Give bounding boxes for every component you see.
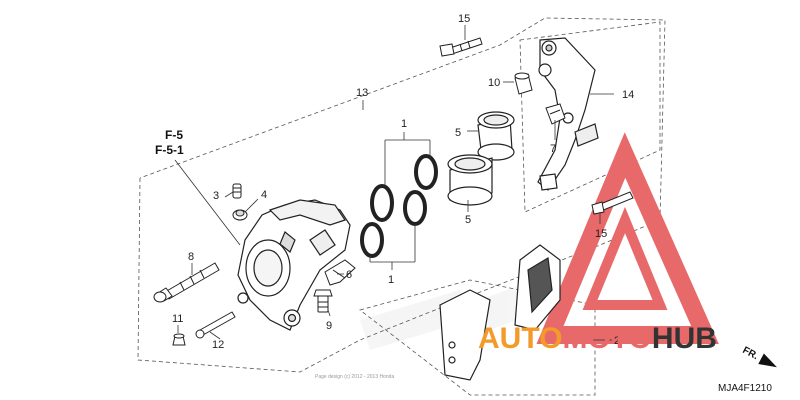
callout-14: 14	[622, 89, 634, 101]
callout-2: 2	[614, 335, 620, 347]
pistons	[447, 111, 515, 206]
pad-set-outline	[359, 279, 596, 396]
callout-13: 13	[356, 87, 368, 99]
watermark-text: AUTOMOTOHUB	[478, 322, 717, 355]
bleeder-valve	[232, 183, 248, 221]
brake-pads	[439, 244, 561, 381]
reference-f51: F-5-1	[155, 143, 184, 157]
callout-labels: 1 1 2 3 4 5 5 6 7 8 9 10 11 12 13 14 15 …	[172, 13, 634, 351]
watermark-moto: MOTO	[562, 322, 651, 355]
piston-seals	[360, 154, 438, 258]
callout-15-top: 15	[458, 13, 470, 25]
caliper-bolt	[313, 289, 333, 313]
callout-9: 9	[326, 320, 332, 332]
callout-3: 3	[213, 190, 219, 202]
svg-text:AUTOMOTOHUB: AUTOMOTOHUB	[478, 322, 717, 355]
boot	[514, 72, 533, 95]
bracket-bolt-bottom	[591, 191, 634, 215]
assembly-13-outline	[137, 17, 666, 373]
pin-bolt	[153, 262, 220, 303]
callout-5-bottom: 5	[465, 214, 471, 226]
callout-8: 8	[188, 251, 194, 263]
front-direction-arrow: FR.	[741, 345, 777, 368]
diagram-code: MJA4F1210	[718, 383, 772, 394]
bracket-bolt-top	[439, 37, 483, 57]
leader-lines	[174, 25, 614, 341]
callout-1-bottom: 1	[388, 274, 394, 286]
pad-retainer	[545, 103, 566, 125]
watermark-triangle	[536, 132, 719, 344]
watermark-hub: HUB	[652, 322, 717, 355]
reference-f5: F-5	[165, 128, 183, 142]
direction-label: FR.	[741, 345, 761, 362]
copyright-note: Page design (c) 2012 - 2013 Honda	[315, 374, 394, 380]
callout-12: 12	[212, 339, 224, 351]
caliper-body	[237, 199, 351, 331]
callout-11: 11	[172, 313, 183, 325]
callout-15-bottom: 15	[595, 228, 607, 240]
callout-7: 7	[550, 143, 556, 155]
callout-6: 6	[346, 269, 352, 281]
assembly-14-outline	[519, 21, 661, 213]
caliper-bracket	[537, 37, 599, 191]
callout-1-top: 1	[401, 118, 407, 130]
watermark-auto: AUTO	[478, 322, 562, 355]
callout-10: 10	[488, 77, 500, 89]
pad-pin	[172, 311, 236, 346]
callout-4: 4	[261, 189, 267, 201]
callout-5-top: 5	[455, 127, 461, 139]
